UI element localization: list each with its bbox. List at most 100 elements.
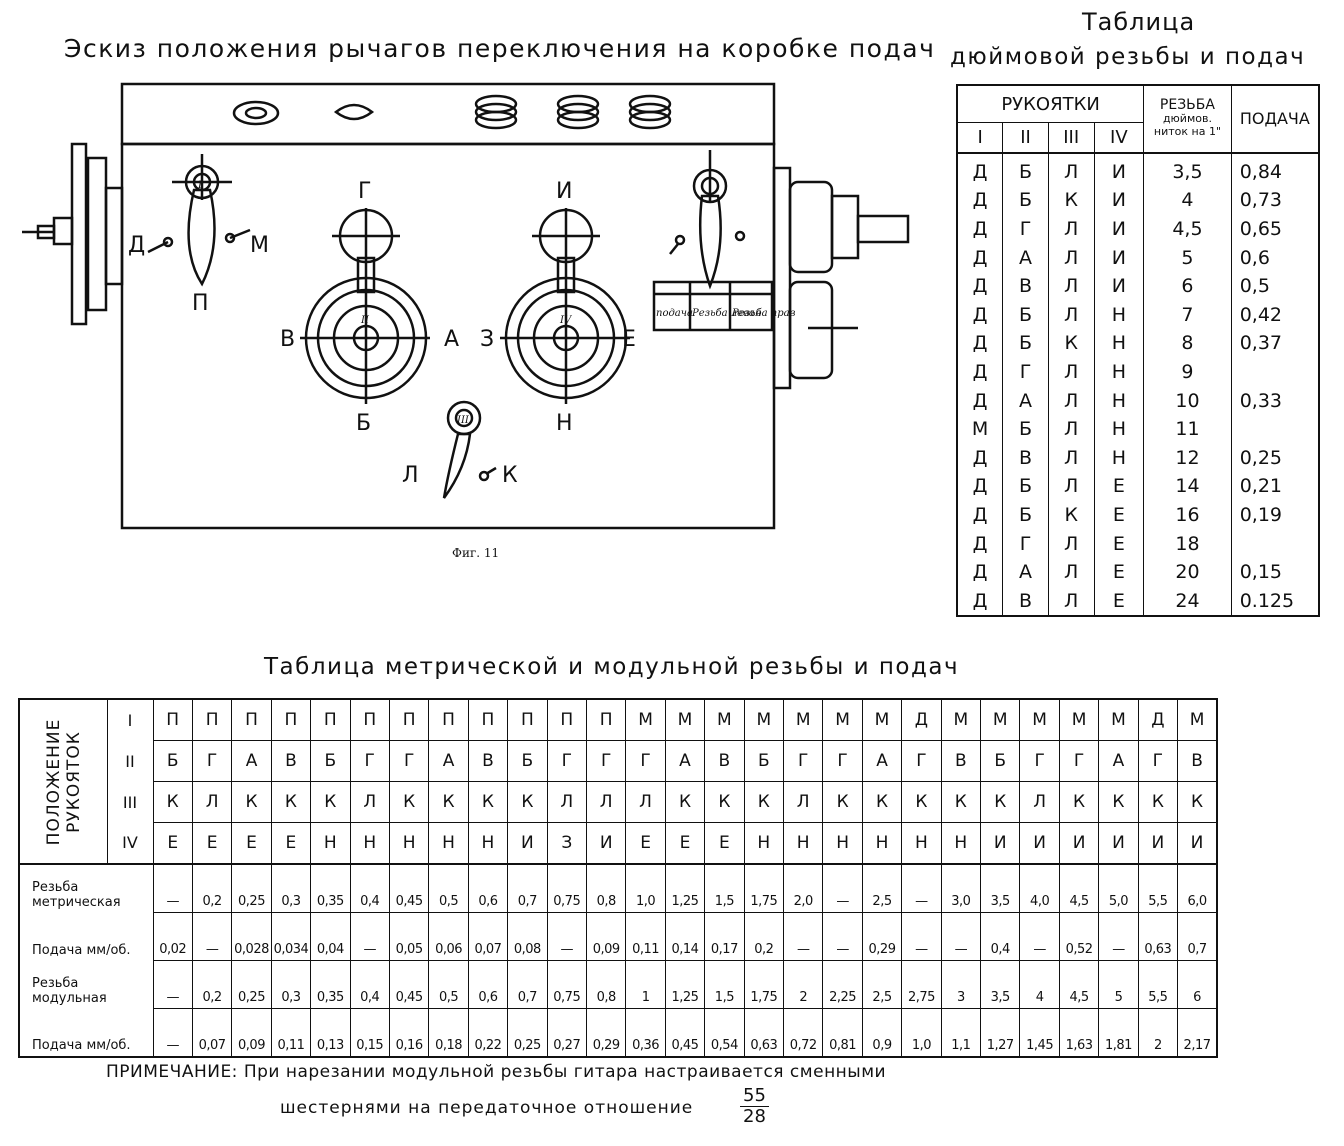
position-cell: Е — [625, 822, 666, 865]
threads-per-inch-cell: 4,5 — [1143, 214, 1232, 244]
gear-ratio-fraction: 55 28 — [740, 1086, 769, 1127]
value-cell: 2,25 — [822, 960, 863, 1009]
handle-position-cell: Л — [1048, 243, 1095, 272]
position-cell: Г — [1058, 740, 1099, 782]
position-cell: К — [1137, 781, 1178, 823]
position-cell: Н — [388, 822, 429, 865]
header-feed: ПОДАЧА — [1231, 85, 1319, 154]
value-cell: 1 — [625, 960, 666, 1009]
handle-position-cell: Л — [1048, 152, 1095, 187]
handle-position-cell: Е — [1094, 586, 1145, 617]
value-row-label-line1: Резьба — [32, 879, 79, 895]
handle-position-cell: Д — [957, 214, 1004, 244]
value-cell: 0,6 — [467, 863, 508, 913]
value-cell: 2,5 — [861, 960, 902, 1009]
position-cell: В — [1177, 740, 1217, 782]
handle-position-cell: В — [1002, 586, 1049, 617]
value-cell: 0,2 — [743, 912, 784, 961]
value-cell: 1,63 — [1058, 1008, 1099, 1058]
value-cell: 0,07 — [467, 912, 508, 961]
feed-cell: 0,65 — [1239, 218, 1283, 241]
value-row-label-line1: Подача мм/об. — [32, 942, 131, 958]
handle-position-cell: Л — [1048, 472, 1095, 501]
feed-cell: 0,25 — [1239, 446, 1283, 469]
value-cell: 0,81 — [822, 1008, 863, 1058]
position-cell: Г — [625, 740, 666, 782]
handle-position-cell: Д — [957, 443, 1004, 473]
threads-per-inch-cell: 3,5 — [1143, 152, 1232, 187]
value-cell: 5,5 — [1137, 960, 1178, 1009]
handle-position-cell: К — [1048, 500, 1095, 530]
handle-position-cell: Г — [1002, 529, 1049, 558]
position-cell: П — [507, 699, 548, 741]
handle-position-cell: Б — [1002, 186, 1049, 215]
position-cell: К — [901, 781, 942, 823]
value-cell: 1,45 — [1019, 1008, 1060, 1058]
handle-position-cell: Д — [957, 500, 1004, 530]
position-cell: К — [507, 781, 548, 823]
handle-position-cell: Д — [957, 329, 1004, 358]
handle-position-cell: Д — [957, 357, 1004, 387]
position-cell: К — [428, 781, 469, 823]
header-handles: РУКОЯТКИ — [957, 85, 1145, 123]
handle-position-cell: Б — [1002, 472, 1049, 501]
position-cell: Л — [349, 781, 390, 823]
position-cell: П — [349, 699, 390, 741]
position-cell: И — [585, 822, 626, 865]
position-cell: А — [231, 740, 272, 782]
value-cell: 0,75 — [546, 863, 587, 913]
threads-per-inch-cell: 18 — [1143, 529, 1232, 558]
value-cell: 0,22 — [467, 1008, 508, 1058]
feed-cell: 0,84 — [1239, 160, 1283, 183]
value-cell: 0,3 — [270, 863, 311, 913]
position-cell: М — [822, 699, 863, 741]
value-cell: — — [191, 912, 232, 961]
handle-position-cell: И — [1094, 271, 1145, 301]
position-cell: Г — [1137, 740, 1178, 782]
value-cell: 0,25 — [231, 863, 272, 913]
handle-position-cell: Н — [1094, 300, 1145, 330]
value-cell: 2,0 — [782, 863, 823, 913]
feed-cell: 0,15 — [1239, 561, 1283, 584]
position-cell: Б — [310, 740, 351, 782]
letter-g: Г — [358, 179, 371, 204]
value-cell: 1,5 — [704, 863, 745, 913]
value-cell: 0,09 — [585, 912, 626, 961]
position-cell: М — [980, 699, 1020, 741]
handle-position-cell: Б — [1002, 152, 1049, 187]
plate-right: Резьба прав — [731, 308, 796, 319]
value-cell: 2,5 — [861, 863, 902, 913]
value-cell: 0,63 — [743, 1008, 784, 1058]
value-cell: 5,0 — [1098, 863, 1139, 913]
position-cell: А — [861, 740, 902, 782]
position-cell: Д — [901, 699, 942, 741]
inch-thread-table: РУКОЯТКИ РЕЗЬБА дюймов. ниток на 1" ПОДА… — [956, 84, 1320, 618]
position-cell: Л — [1019, 781, 1060, 823]
value-cell: 4,5 — [1058, 863, 1099, 913]
value-cell: 0,02 — [152, 912, 193, 961]
handle-position-cell: Е — [1094, 472, 1145, 501]
value-cell: 0,11 — [625, 912, 666, 961]
value-cell: 0,8 — [585, 960, 626, 1009]
position-cell: М — [1019, 699, 1060, 741]
feed-cell: 0,21 — [1239, 475, 1283, 498]
roman-4: IV — [559, 315, 573, 326]
value-cell: 0,4 — [349, 863, 390, 913]
value-cell: 6 — [1177, 960, 1217, 1009]
value-cell: 5,5 — [1137, 863, 1178, 913]
value-cell: — — [901, 912, 942, 961]
handle-position-cell: И — [1094, 243, 1145, 272]
value-cell: 1,1 — [940, 1008, 981, 1058]
value-cell: 0,29 — [861, 912, 902, 961]
value-cell: — — [152, 960, 193, 1009]
value-cell: 1,75 — [743, 863, 784, 913]
handle-position-cell: К — [1048, 186, 1095, 215]
plate-left: Резьба левая — [691, 308, 761, 319]
value-cell: — — [546, 912, 587, 961]
